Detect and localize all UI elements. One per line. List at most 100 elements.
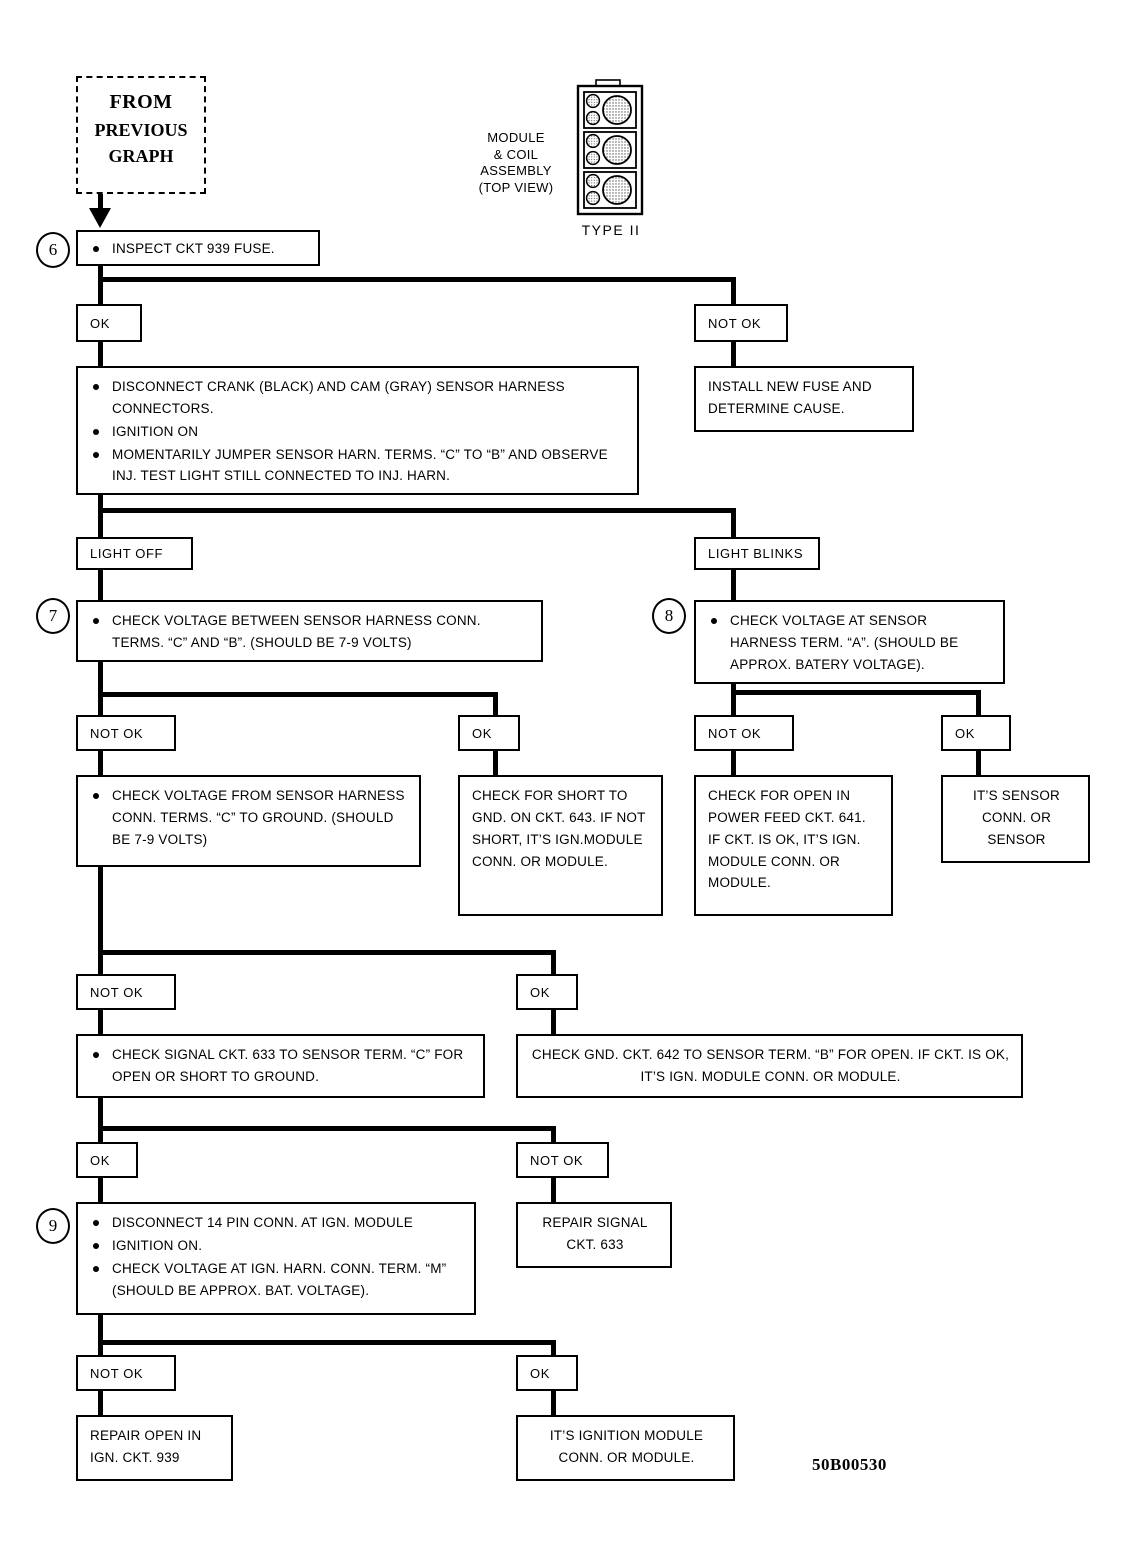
label-ok-s8: OK: [941, 715, 1011, 751]
label-light-off: LIGHT OFF: [76, 537, 193, 570]
node-its-ignition-module: IT’S IGNITION MODULE CONN. OR MODULE.: [516, 1415, 735, 1481]
node-text-line-2: CONN. OR: [981, 809, 1052, 825]
connector-voltground-right-down: [551, 950, 556, 976]
node-text: INSPECT CKT 939 FUSE.: [90, 238, 308, 260]
connector-s9-right-down: [551, 1340, 556, 1366]
connector-entry-vertical: [98, 194, 103, 216]
connector-ok-voltground-down: [551, 1008, 556, 1036]
node-text-line-2: CONN. OR MODULE.: [558, 1449, 695, 1465]
connector-s8-right-down: [976, 690, 981, 718]
node-text-line-2: CKT. 633: [566, 1236, 624, 1252]
node-text: CHECK SIGNAL CKT. 633 TO SENSOR TERM. “C…: [90, 1044, 473, 1088]
connector-signal633-right-down: [551, 1126, 556, 1152]
label-ok-s6: OK: [76, 304, 142, 342]
node-check-gnd-642: CHECK GND. CKT. 642 TO SENSOR TERM. “B” …: [516, 1034, 1023, 1098]
node-text: IGNITION ON.: [90, 1235, 464, 1257]
step-number-9: 9: [36, 1208, 70, 1244]
node-text: IGNITION ON: [90, 421, 627, 443]
node-text: DISCONNECT CRANK (BLACK) AND CAM (GRAY) …: [90, 376, 627, 420]
node-repair-open-939: REPAIR OPEN IN IGN. CKT. 939: [76, 1415, 233, 1481]
node-text: DISCONNECT 14 PIN CONN. AT IGN. MODULE: [90, 1212, 464, 1234]
label-not-ok-signal633: NOT OK: [516, 1142, 609, 1178]
connector-s6-right-down: [731, 277, 736, 307]
node-disconnect-14-pin: DISCONNECT 14 PIN CONN. AT IGN. MODULE I…: [76, 1202, 476, 1315]
connector-s8-down: [731, 682, 736, 718]
connector-voltground-down: [98, 865, 103, 983]
connector-signal633-branch: [98, 1126, 556, 1131]
node-text-line-2: DETERMINE CAUSE.: [708, 400, 845, 416]
node-text: CHECK VOLTAGE AT IGN. HARN. CONN. TERM. …: [90, 1258, 464, 1302]
node-text: CHECK FOR OPEN IN POWER FEED CKT. 641. I…: [708, 788, 866, 891]
connector-lightoff-down: [98, 568, 103, 602]
connector-s8-branch: [731, 690, 981, 695]
node-text: CHECK GND. CKT. 642 TO SENSOR TERM. “B” …: [531, 1047, 1010, 1084]
node-text-line-1: REPAIR OPEN IN: [90, 1428, 202, 1443]
label-light-blinks: LIGHT BLINKS: [694, 537, 820, 570]
node-check-voltage-ground: CHECK VOLTAGE FROM SENSOR HARNESS CONN. …: [76, 775, 421, 867]
step-number-6: 6: [36, 232, 70, 268]
caption-line-1: MODULE: [487, 130, 545, 145]
node-text-line-1: IT’S SENSOR: [973, 788, 1060, 803]
node-text-line-2: IGN. CKT. 939: [90, 1449, 180, 1465]
node-repair-signal-633: REPAIR SIGNAL CKT. 633: [516, 1202, 672, 1268]
connector-notok-s7-down: [98, 749, 103, 777]
connector-s6-down: [98, 264, 103, 308]
caption-line-2: & COIL: [493, 146, 539, 162]
node-text-line-1: REPAIR SIGNAL: [542, 1215, 648, 1230]
module-coil-caption: MODULE & COIL ASSEMBLY (TOP VIEW): [462, 130, 570, 197]
entry-line-3: GRAPH: [108, 146, 174, 167]
node-check-signal-633: CHECK SIGNAL CKT. 633 TO SENSOR TERM. “C…: [76, 1034, 485, 1098]
label-not-ok-s7: NOT OK: [76, 715, 176, 751]
node-text: MOMENTARILY JUMPER SENSOR HARN. TERMS. “…: [90, 444, 627, 488]
connector-lightblinks-down: [731, 568, 736, 602]
arrow-down-icon: [89, 208, 111, 228]
connector-ok-s8-down: [976, 749, 981, 777]
connector-ok-s7-down: [493, 749, 498, 777]
figure-code: 50B00530: [812, 1455, 887, 1474]
label-not-ok-voltground: NOT OK: [76, 974, 176, 1010]
connector-notok-signal633-down: [551, 1176, 556, 1204]
node-inspect-fuse: INSPECT CKT 939 FUSE.: [76, 230, 320, 266]
entry-line-2: PREVIOUS: [94, 120, 188, 140]
node-text: CHECK VOLTAGE BETWEEN SENSOR HARNESS CON…: [90, 610, 531, 654]
label-not-ok-s8: NOT OK: [694, 715, 794, 751]
connector-light-right-down: [731, 508, 736, 538]
connector-ok-s9-down: [551, 1389, 556, 1417]
caption-line-3: ASSEMBLY: [480, 163, 552, 179]
node-install-new-fuse: INSTALL NEW FUSE AND DETERMINE CAUSE.: [694, 366, 914, 432]
from-previous-graph-block: FROM PREVIOUS GRAPH: [76, 76, 206, 194]
caption-line-4: (TOP VIEW): [478, 179, 554, 195]
node-text: CHECK VOLTAGE FROM SENSOR HARNESS CONN. …: [90, 785, 409, 851]
connector-s6-branch: [98, 277, 736, 282]
step-number-7: 7: [36, 598, 70, 634]
label-ok-s7: OK: [458, 715, 520, 751]
connector-ok-s6-down: [98, 340, 103, 368]
connector-signal633-down: [98, 1096, 103, 1152]
entry-line-1: FROM: [109, 91, 173, 113]
step-number-8: 8: [652, 598, 686, 634]
connector-s7-branch: [98, 692, 498, 697]
connector-s7-down: [98, 660, 103, 718]
connector-notok-s6-down: [731, 340, 736, 368]
connector-light-branch: [98, 508, 736, 513]
node-text-line-3: SENSOR: [987, 831, 1046, 847]
label-ok-signal633: OK: [76, 1142, 138, 1178]
connector-s7-right-down: [493, 692, 498, 718]
module-coil-assembly-icon: [576, 79, 644, 216]
type-ii-label: TYPE II: [581, 222, 641, 238]
node-text: CHECK VOLTAGE AT SENSOR HARNESS TERM. “A…: [708, 610, 993, 676]
label-not-ok-s6: NOT OK: [694, 304, 788, 342]
connector-notok-s8-down: [731, 749, 736, 777]
node-text-line-1: IT’S IGNITION MODULE: [549, 1428, 704, 1443]
connector-voltground-branch: [98, 950, 556, 955]
node-text-line-1: INSTALL NEW FUSE AND: [708, 379, 872, 394]
node-disconnect-sensors: DISCONNECT CRANK (BLACK) AND CAM (GRAY) …: [76, 366, 639, 495]
label-ok-voltground: OK: [516, 974, 578, 1010]
node-check-open-641: CHECK FOR OPEN IN POWER FEED CKT. 641. I…: [694, 775, 893, 916]
node-its-sensor: IT’S SENSOR CONN. OR SENSOR: [941, 775, 1090, 863]
node-check-voltage-c-b: CHECK VOLTAGE BETWEEN SENSOR HARNESS CON…: [76, 600, 543, 662]
node-check-voltage-a: CHECK VOLTAGE AT SENSOR HARNESS TERM. “A…: [694, 600, 1005, 684]
connector-notok-voltground-down: [98, 1008, 103, 1036]
label-ok-s9: OK: [516, 1355, 578, 1391]
